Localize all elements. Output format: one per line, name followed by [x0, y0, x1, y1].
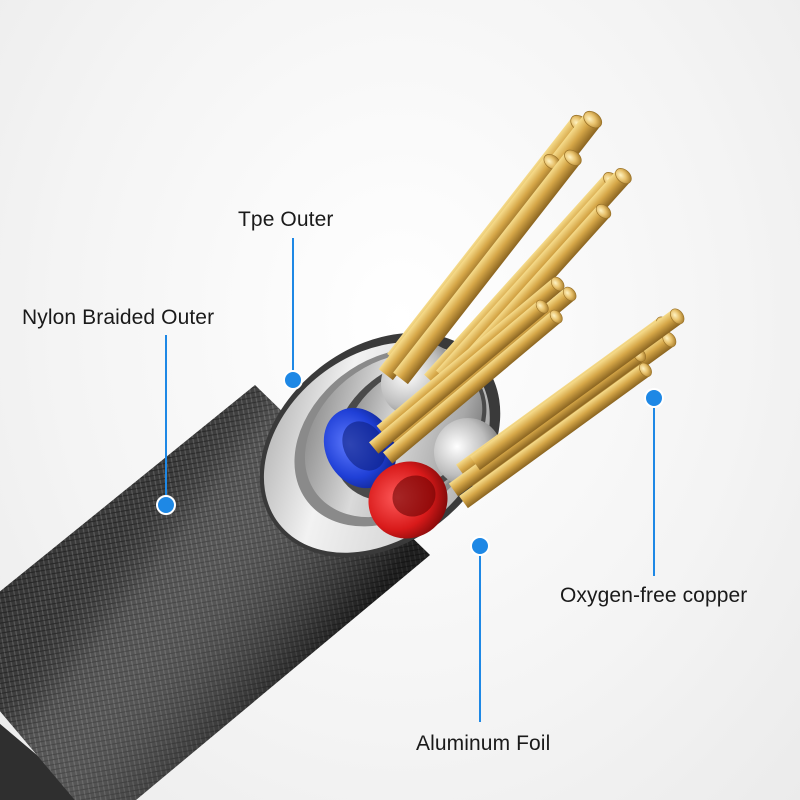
inner-wire-blue: [323, 407, 397, 489]
callout-tpe-outer: [283, 238, 303, 390]
label-nylon-braided-outer: Nylon Braided Outer: [22, 306, 215, 329]
callout-aluminum-foil: [470, 536, 490, 722]
label-tpe-outer: Tpe Outer: [238, 208, 334, 231]
label-oxygen-free-copper: Oxygen-free copper: [560, 584, 748, 607]
label-aluminum-foil: Aluminum Foil: [416, 732, 551, 755]
callout-oxygen-free-copper: [644, 388, 664, 576]
callout-nylon-braided-outer: [156, 335, 176, 515]
inner-wire-red: [368, 461, 448, 539]
